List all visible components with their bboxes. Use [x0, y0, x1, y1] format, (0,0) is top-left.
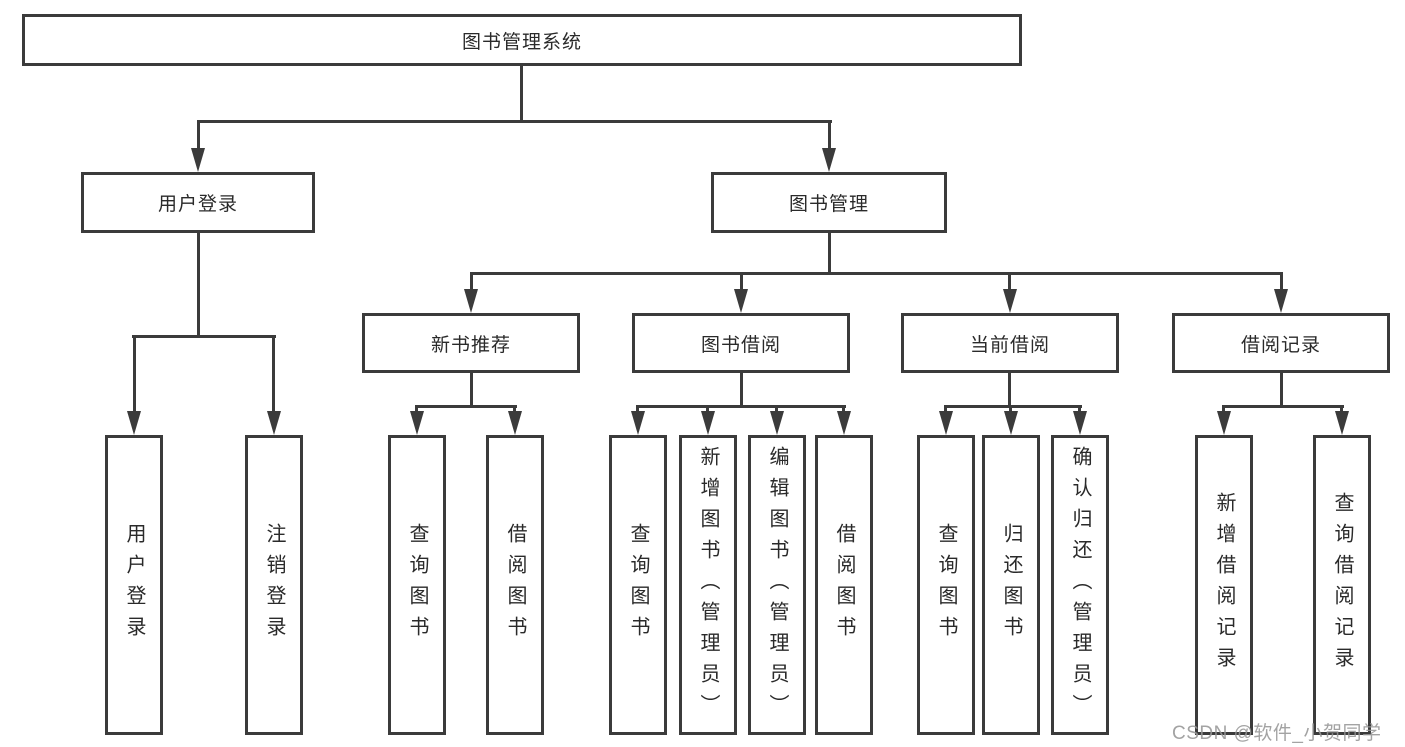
- connector-line: [513, 405, 516, 413]
- connector-line: [636, 405, 639, 413]
- arrowhead: [1335, 411, 1349, 435]
- node-new-book-recommend: 新书推荐: [362, 313, 580, 373]
- node-book-borrowing: 图书借阅: [632, 313, 850, 373]
- connector-line: [775, 405, 778, 413]
- connector-line: [1009, 405, 1012, 413]
- leaf-return-books: 归还图书: [982, 435, 1040, 735]
- arrowhead: [631, 411, 645, 435]
- leaf-return-books-label: 归还图书: [1000, 523, 1022, 647]
- node-book-management: 图书管理: [711, 172, 947, 233]
- connector-line: [1222, 405, 1225, 413]
- connector-line: [944, 405, 1082, 408]
- leaf-confirm-return-admin: 确认归还（管理员）: [1051, 435, 1109, 735]
- connector-line: [272, 335, 275, 413]
- node-current-borrowing: 当前借阅: [901, 313, 1119, 373]
- connector-line: [828, 233, 831, 272]
- connector-line: [197, 233, 200, 335]
- connector-line: [740, 272, 743, 292]
- leaf-recommend-query-books-label: 查询图书: [406, 523, 428, 647]
- connector-line: [740, 373, 743, 405]
- node-borrow-records: 借阅记录: [1172, 313, 1390, 373]
- connector-line: [197, 120, 200, 150]
- connector-line: [944, 405, 947, 413]
- leaf-query-borrow-record-label: 查询借阅记录: [1331, 492, 1353, 678]
- leaf-recommend-borrow-books: 借阅图书: [486, 435, 544, 735]
- arrowhead: [1217, 411, 1231, 435]
- leaf-logout: 注销登录: [245, 435, 303, 735]
- connector-line: [842, 405, 845, 413]
- node-borrow-records-label: 借阅记录: [1240, 334, 1321, 356]
- arrowhead: [822, 148, 836, 172]
- leaf-borrow-books-label: 借阅图书: [833, 523, 855, 647]
- connector-line: [520, 66, 523, 120]
- leaf-logout-label: 注销登录: [263, 523, 285, 647]
- connector-line: [636, 405, 846, 408]
- connector-line: [197, 120, 832, 123]
- arrowhead: [1003, 289, 1017, 313]
- connector-line: [1280, 272, 1283, 292]
- leaf-current-query-books: 查询图书: [917, 435, 975, 735]
- connector-line: [415, 405, 517, 408]
- leaf-add-books-admin: 新增图书（管理员）: [679, 435, 737, 735]
- arrowhead: [1073, 411, 1087, 435]
- arrowhead: [939, 411, 953, 435]
- arrowhead: [734, 289, 748, 313]
- node-root: 图书管理系统: [22, 14, 1022, 66]
- leaf-query-borrow-record: 查询借阅记录: [1313, 435, 1371, 735]
- leaf-edit-books-admin-label: 编辑图书（管理员）: [766, 445, 788, 725]
- leaf-recommend-query-books: 查询图书: [388, 435, 446, 735]
- connector-line: [415, 405, 418, 413]
- arrowhead: [267, 411, 281, 435]
- arrowhead: [770, 411, 784, 435]
- arrowhead: [191, 148, 205, 172]
- arrowhead: [127, 411, 141, 435]
- connector-line: [470, 272, 473, 292]
- leaf-borrow-query-books: 查询图书: [609, 435, 667, 735]
- connector-line: [470, 373, 473, 405]
- connector-line: [1280, 373, 1283, 405]
- arrowhead: [410, 411, 424, 435]
- leaf-user-login: 用户登录: [105, 435, 163, 735]
- node-user-login-label: 用户登录: [157, 194, 238, 215]
- arrowhead: [464, 289, 478, 313]
- node-current-borrowing-label: 当前借阅: [969, 334, 1050, 356]
- arrowhead: [1004, 411, 1018, 435]
- leaf-user-login-label: 用户登录: [123, 523, 145, 647]
- connector-line: [1078, 405, 1081, 413]
- connector-line: [132, 335, 276, 338]
- connector-line: [706, 405, 709, 413]
- connector-line: [470, 272, 1282, 275]
- leaf-edit-books-admin: 编辑图书（管理员）: [748, 435, 806, 735]
- connector-line: [1222, 405, 1344, 408]
- arrowhead: [508, 411, 522, 435]
- arrowhead: [701, 411, 715, 435]
- leaf-borrow-books: 借阅图书: [815, 435, 873, 735]
- connector-line: [133, 335, 136, 413]
- node-new-book-recommend-label: 新书推荐: [430, 334, 511, 356]
- connector-line: [1008, 272, 1011, 292]
- leaf-borrow-query-books-label: 查询图书: [627, 523, 649, 647]
- csdn-watermark: CSDN @软件_小贺同学: [1172, 723, 1382, 744]
- node-book-borrowing-label: 图书借阅: [700, 334, 781, 356]
- leaf-add-borrow-record: 新增借阅记录: [1195, 435, 1253, 735]
- node-book-management-label: 图书管理: [788, 194, 869, 215]
- leaf-add-books-admin-label: 新增图书（管理员）: [697, 445, 719, 725]
- node-user-login: 用户登录: [81, 172, 315, 233]
- node-root-label: 图书管理系统: [461, 31, 582, 53]
- arrowhead: [1274, 289, 1288, 313]
- leaf-current-query-books-label: 查询图书: [935, 523, 957, 647]
- leaf-confirm-return-admin-label: 确认归还（管理员）: [1069, 445, 1091, 725]
- connector-line: [1340, 405, 1343, 413]
- arrowhead: [837, 411, 851, 435]
- connector-line: [1008, 373, 1011, 405]
- connector-line: [828, 120, 831, 150]
- leaf-recommend-borrow-books-label: 借阅图书: [504, 523, 526, 647]
- leaf-add-borrow-record-label: 新增借阅记录: [1213, 492, 1235, 678]
